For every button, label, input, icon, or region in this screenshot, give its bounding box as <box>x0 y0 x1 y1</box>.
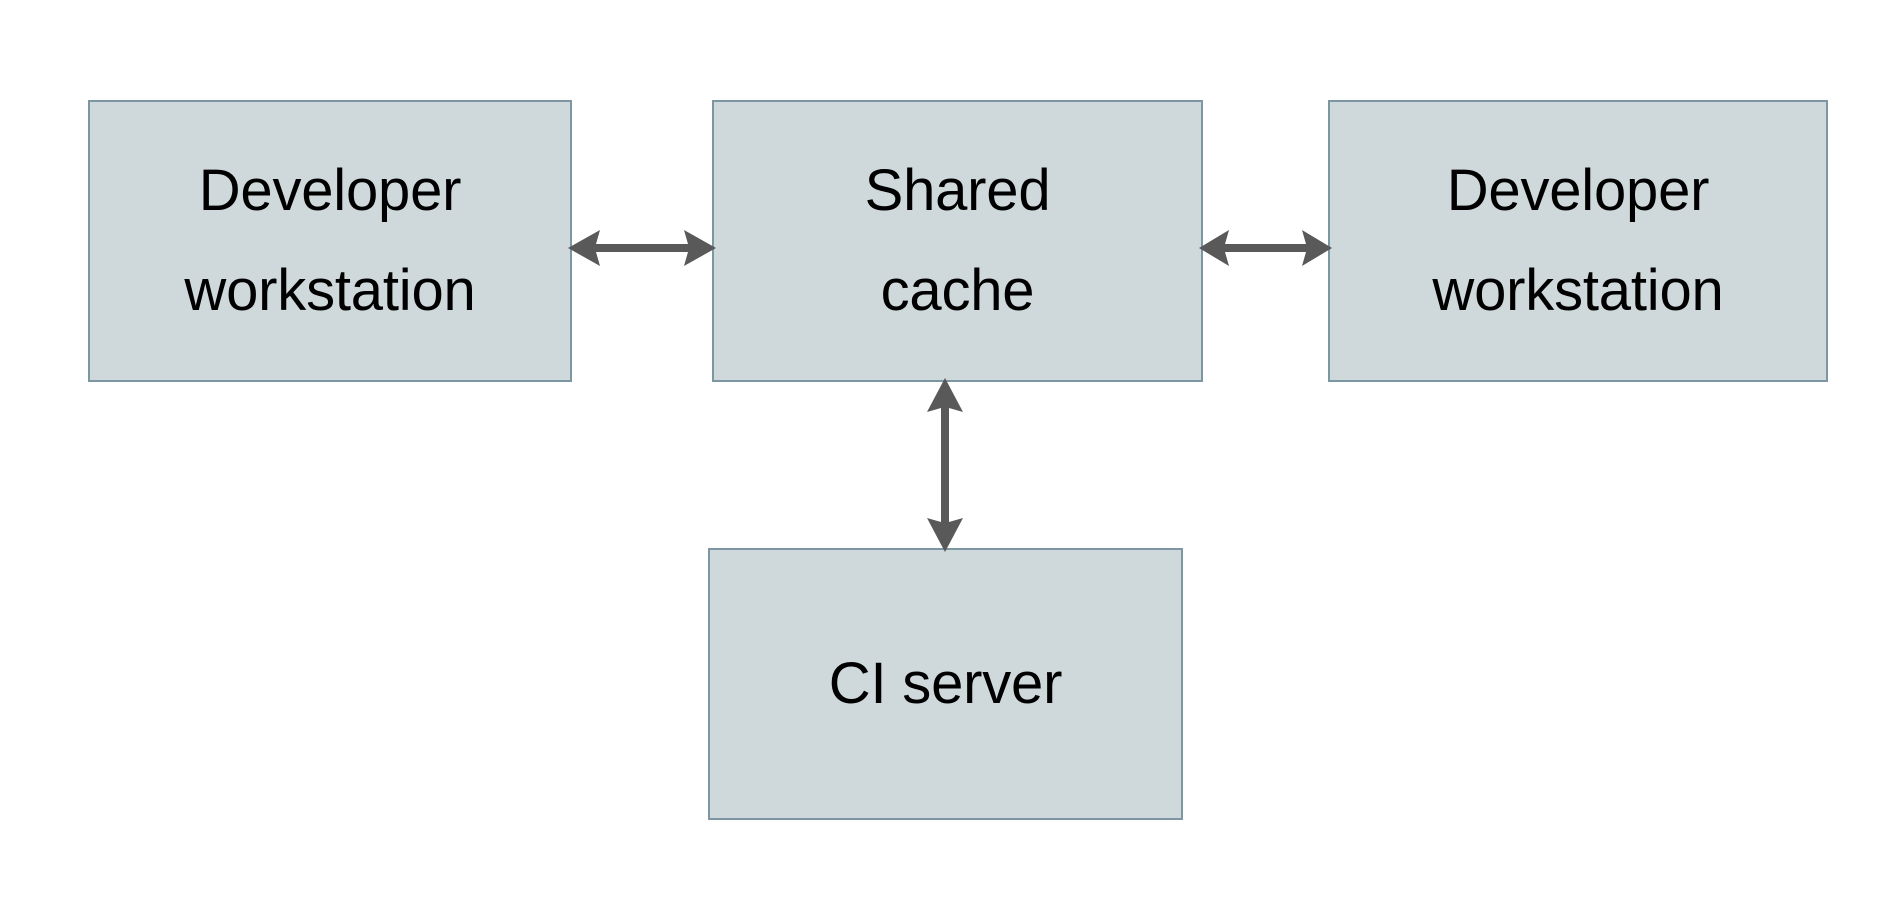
double-headed-arrow-icon <box>568 230 716 266</box>
node-label: Developer workstation <box>1432 158 1724 323</box>
node-ci-server[interactable]: CI server <box>708 548 1183 820</box>
node-developer-workstation-left[interactable]: Developer workstation <box>88 100 572 382</box>
node-label: Shared cache <box>864 158 1051 323</box>
edge-shared-cache-to-ci-server <box>907 376 983 554</box>
node-label: CI server <box>828 651 1063 716</box>
double-headed-arrow-icon <box>927 378 963 552</box>
node-shared-cache[interactable]: Shared cache <box>712 100 1203 382</box>
node-developer-workstation-right[interactable]: Developer workstation <box>1328 100 1828 382</box>
double-headed-arrow-icon <box>1199 230 1332 266</box>
edge-shared-cache-to-developer-workstation-right <box>1197 210 1334 286</box>
edge-developer-workstation-left-to-shared-cache <box>566 210 718 286</box>
node-label: Developer workstation <box>184 158 476 323</box>
